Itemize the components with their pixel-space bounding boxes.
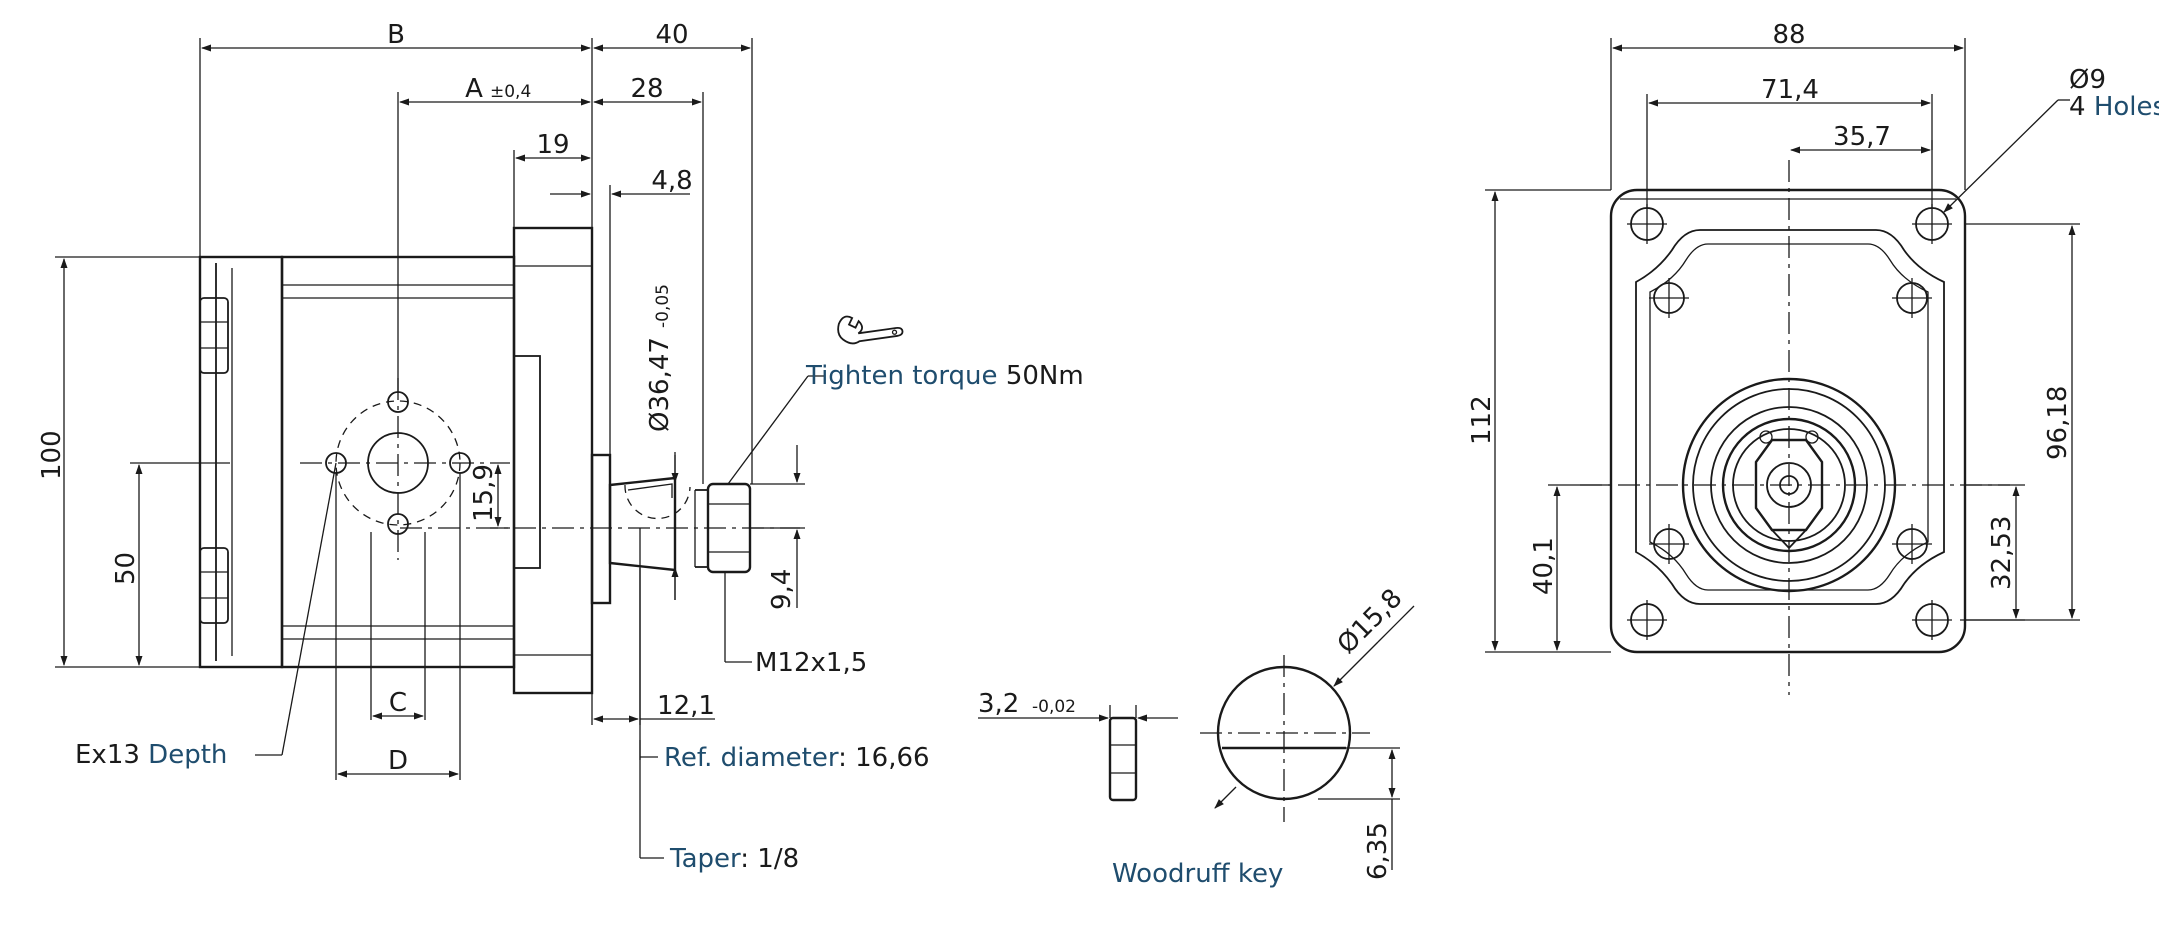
side-view — [198, 226, 800, 695]
dim-35-7: 35,7 — [1833, 122, 1891, 152]
dim-40: 40 — [655, 20, 688, 50]
mounting-holes — [1627, 204, 1952, 640]
ex13-label: Ex13 — [75, 740, 140, 770]
dim-3-2: 3,2 — [978, 689, 1019, 719]
taper-callout: Taper: 1/8 — [669, 844, 799, 874]
dim-32-53: 32,53 — [1987, 516, 2017, 590]
dim-A: A — [465, 74, 483, 104]
holes-label: Holes — [2094, 92, 2159, 122]
dim-15-9: 15,9 — [469, 464, 499, 522]
taper-label: Taper — [669, 844, 741, 874]
dim-112: 112 — [1467, 395, 1497, 445]
dim-19: 19 — [536, 130, 569, 160]
front-view — [1580, 160, 2010, 695]
ex13-callout: Ex13 Depth — [75, 740, 227, 770]
dim-36-47: Ø36,47 — [645, 337, 675, 432]
hole-diameter-label: Ø9 — [2069, 65, 2106, 95]
holes-count: 4 — [2069, 92, 2086, 122]
tighten-torque-label: Tighten torque — [805, 361, 998, 391]
dim-71-4: 71,4 — [1761, 75, 1819, 105]
holes-callout: 4 Holes — [2069, 92, 2159, 122]
dim-50: 50 — [111, 552, 141, 585]
dim-A-tolerance: ±0,4 — [490, 82, 531, 102]
dim-15-8: Ø15,8 — [1332, 583, 1409, 660]
dim-40-1: 40,1 — [1529, 537, 1559, 595]
side-view-callouts: Tighten torque 50Nm M12x1,5 Ex13 Depth R… — [75, 315, 1084, 874]
dim-6-35: 6,35 — [1363, 822, 1393, 880]
dim-88: 88 — [1772, 20, 1805, 50]
dim-D: D — [388, 746, 408, 776]
wrench-icon — [837, 315, 904, 345]
woodruff-key-label: Woodruff key — [1112, 859, 1283, 889]
tighten-torque-value: 50Nm — [1006, 361, 1084, 391]
ref-diameter-callout: Ref. diameter: 16,66 — [664, 743, 930, 773]
dim-96-18: 96,18 — [2043, 386, 2073, 460]
ref-diameter-label: Ref. diameter — [664, 743, 839, 773]
dim-36-47-tolerance: -0,05 — [653, 284, 673, 328]
dim-C: C — [389, 688, 407, 718]
side-view-dimensions: B 40 A ±0,4 28 19 4,8 Ø36,47 -0,05 15,9 … — [37, 20, 805, 780]
dim-3-2-tolerance: -0,02 — [1032, 697, 1076, 717]
dim-100: 100 — [37, 430, 67, 480]
depth-label: Depth — [148, 740, 227, 770]
front-view-dimensions: 88 71,4 35,7 112 96,18 40,1 32,53 Ø9 4 H… — [1467, 20, 2159, 653]
dim-4-8: 4,8 — [651, 166, 692, 196]
woodruff-key-detail: 3,2 -0,02 Ø15,8 6,35 Woodruff key — [978, 583, 1415, 889]
dim-9-4: 9,4 — [767, 569, 797, 610]
taper-value: : 1/8 — [740, 844, 799, 874]
dim-28: 28 — [630, 74, 663, 104]
tighten-torque-callout: Tighten torque 50Nm — [805, 361, 1084, 391]
dim-12-1: 12,1 — [657, 691, 715, 721]
ref-diameter-value: : 16,66 — [838, 743, 929, 773]
thread-callout: M12x1,5 — [755, 648, 867, 678]
dim-B: B — [387, 20, 405, 50]
